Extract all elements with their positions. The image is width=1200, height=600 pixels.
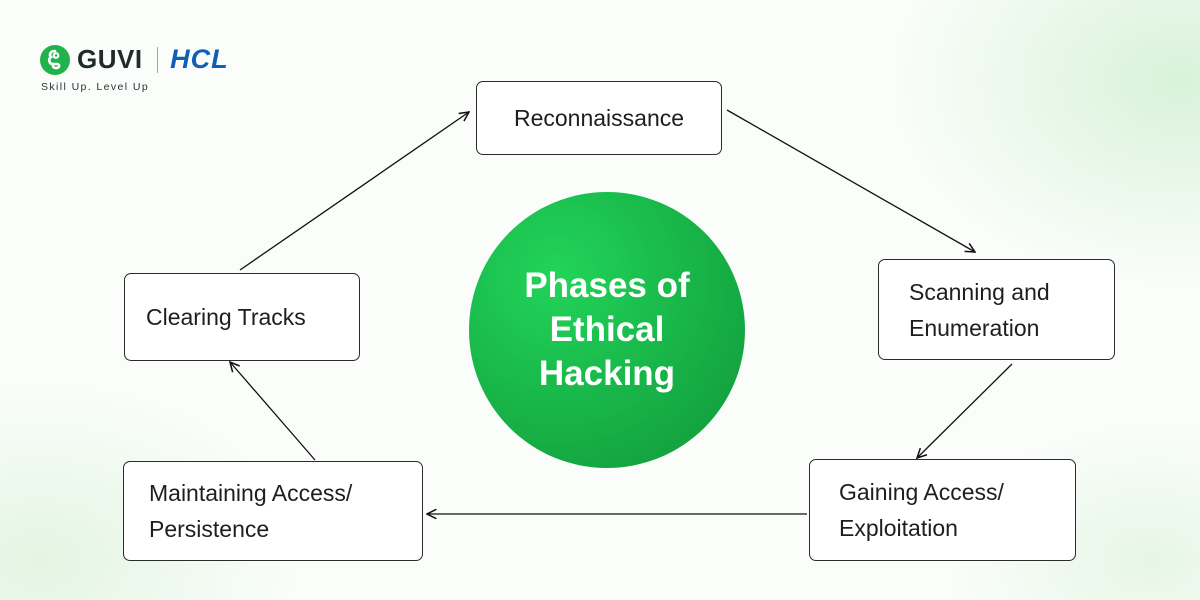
center-title: Phases of Ethical Hacking [524,264,689,396]
guvi-wordmark: GUVI [77,44,143,74]
phase-gaining-access: Gaining Access/ Exploitation [809,459,1076,561]
guvi-glyph-icon [47,49,61,69]
center-title-line1: Phases of [524,266,690,305]
center-title-line3: Hacking [538,354,676,393]
center-title-circle: Phases of Ethical Hacking [469,192,745,468]
arrow-maintaining-to-clearing [230,362,316,461]
hcl-wordmark: HCL [170,44,229,74]
center-title-line2: Ethical [549,310,665,349]
phase-label-line2: Persistence [149,516,270,542]
phase-label: Clearing Tracks [146,304,306,330]
phase-label-line1: Scanning and [909,278,1050,305]
guvi-logo-icon [40,44,70,75]
phase-label-line2: Enumeration [909,314,1040,341]
phase-scanning-enumeration: Scanning and Enumeration [878,259,1115,360]
brand-logo: GUVI HCL Skill Up. Level Up [40,44,229,93]
phase-label: Reconnaissance [513,105,685,131]
arrow-clearing-to-recon [239,112,469,271]
phase-reconnaissance: Reconnaissance [476,81,722,155]
arrow-scanning-to-gaining [917,363,1013,458]
phase-label-line1: Maintaining Access/ [149,480,353,506]
phase-label-line2: Exploitation [839,515,958,541]
phase-clearing-tracks: Clearing Tracks [124,273,360,361]
phase-maintaining-access: Maintaining Access/ Persistence [123,461,423,561]
logo-row: GUVI HCL [40,44,229,75]
brand-tagline: Skill Up. Level Up [41,81,150,93]
phase-label-line1: Gaining Access/ [839,479,1004,505]
arrow-recon-to-scanning [726,109,975,252]
logo-divider [156,46,159,73]
